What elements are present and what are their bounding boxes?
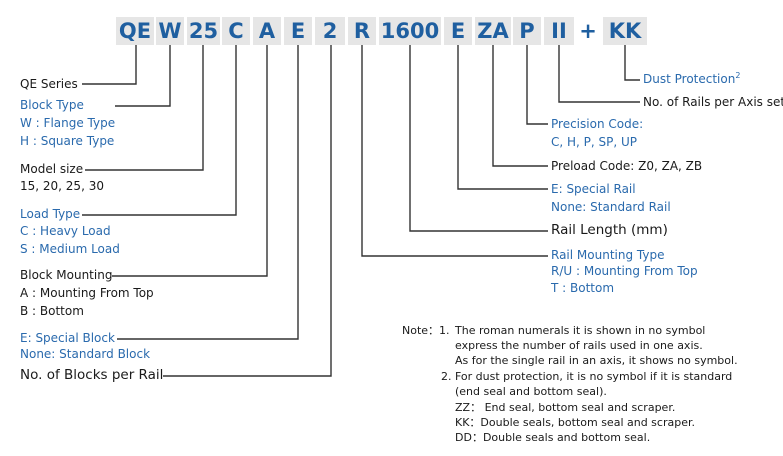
note-head: Note：1. bbox=[402, 324, 450, 337]
line-w bbox=[115, 45, 171, 107]
preload-label: Preload Code: Z0, ZA, ZB bbox=[551, 159, 703, 173]
line-p bbox=[526, 45, 548, 125]
code-2: 2 bbox=[315, 17, 345, 45]
model-size-title: Model size bbox=[20, 162, 84, 176]
block-mounting-a: A : Mounting From Top bbox=[20, 286, 154, 300]
line-za bbox=[492, 45, 548, 167]
line-kk bbox=[624, 45, 640, 81]
rail-mounting-title: Rail Mounting Type bbox=[551, 248, 665, 262]
note-line-6: ZZ： End seal, bottom seal and scraper. bbox=[455, 401, 676, 414]
code-za: ZA bbox=[475, 17, 511, 45]
load-type-title: Load Type bbox=[20, 207, 81, 221]
code-w: W bbox=[156, 17, 184, 45]
line-e-block bbox=[117, 45, 299, 340]
line-qe bbox=[82, 45, 137, 85]
code-plus: + bbox=[579, 19, 597, 43]
load-type-s: S : Medium Load bbox=[20, 242, 120, 256]
blocks-per-rail-label: No. of Blocks per Rail bbox=[20, 367, 164, 383]
line-a bbox=[112, 45, 268, 277]
dust-protection-sup: 2 bbox=[735, 71, 741, 80]
code-e-rail: E bbox=[444, 17, 472, 45]
note-line-7: KK：Double seals, bottom seal and scraper… bbox=[455, 416, 695, 429]
line-1600 bbox=[409, 45, 548, 232]
rails-per-axis-text: No. of Rails per Axis set bbox=[643, 95, 783, 109]
line-c bbox=[82, 45, 237, 216]
qe-series-label: QE Series bbox=[20, 77, 78, 91]
code-a: A bbox=[253, 17, 281, 45]
precision-title: Precision Code: bbox=[551, 117, 644, 131]
code-kk: KK bbox=[603, 17, 647, 45]
block-type-title: Block Type bbox=[20, 98, 84, 112]
block-mounting-title: Block Mounting bbox=[20, 268, 113, 282]
block-type-h: H : Square Type bbox=[20, 134, 115, 148]
special-rail-none: None: Standard Rail bbox=[551, 200, 671, 214]
special-block-e: E: Special Block bbox=[20, 331, 115, 345]
line-25 bbox=[85, 45, 204, 171]
code-25: 25 bbox=[187, 17, 220, 45]
code-r: R bbox=[348, 17, 376, 45]
special-block-none: None: Standard Block bbox=[20, 347, 151, 361]
code-ii: II bbox=[544, 17, 574, 45]
line-r bbox=[361, 45, 548, 257]
line-2 bbox=[163, 45, 332, 377]
code-e-block: E bbox=[284, 17, 312, 45]
note-line-2: express the number of rails used in one … bbox=[455, 339, 703, 352]
note-line-1: The roman numerals it is shown in no sym… bbox=[455, 324, 706, 337]
rail-mounting-ru: R/U : Mounting From Top bbox=[551, 264, 698, 278]
line-e-rail bbox=[457, 45, 548, 190]
rails-per-axis-label: No. of Rails per Axis set1 bbox=[643, 94, 783, 111]
rail-mounting-t: T : Bottom bbox=[551, 281, 615, 295]
note-line-4: 2. For dust protection, it is no symbol … bbox=[441, 370, 733, 383]
rail-length-label: Rail Length (mm) bbox=[551, 222, 668, 238]
model-size-values: 15, 20, 25, 30 bbox=[20, 179, 104, 193]
code-qe: QE bbox=[116, 17, 154, 45]
precision-values: C, H, P, SP, UP bbox=[551, 135, 638, 149]
dust-protection-text: Dust Protection bbox=[643, 72, 736, 86]
code-p: P bbox=[513, 17, 541, 45]
code-1600: 1600 bbox=[379, 17, 441, 45]
dust-protection-label: Dust Protection2 bbox=[643, 71, 740, 88]
special-rail-e: E: Special Rail bbox=[551, 182, 636, 196]
block-type-w: W : Flange Type bbox=[20, 116, 116, 130]
note-line-5: (end seal and bottom seal). bbox=[455, 385, 607, 398]
block-mounting-b: B : Bottom bbox=[20, 304, 84, 318]
note-line-8: DD：Double seals and bottom seal. bbox=[455, 431, 651, 444]
code-c: C bbox=[222, 17, 250, 45]
note-line-3: As for the single rail in an axis, it sh… bbox=[455, 354, 738, 367]
load-type-c: C : Heavy Load bbox=[20, 224, 111, 238]
line-ii bbox=[558, 45, 640, 103]
